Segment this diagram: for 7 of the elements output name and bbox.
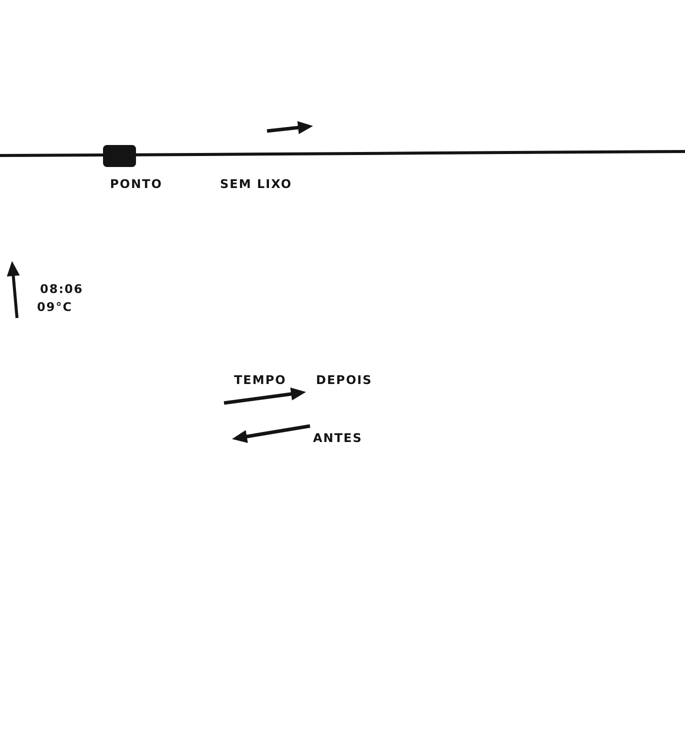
note-text: SEM LIXO [220, 177, 292, 191]
place-label: PONTO [110, 177, 162, 191]
legend-label: ANTES [313, 431, 362, 445]
temperature-label: 09°C [37, 300, 73, 314]
time-label: 08:06 [40, 282, 84, 296]
legend-label: DEPOIS [316, 373, 372, 387]
legend-title: TEMPO [234, 373, 286, 387]
